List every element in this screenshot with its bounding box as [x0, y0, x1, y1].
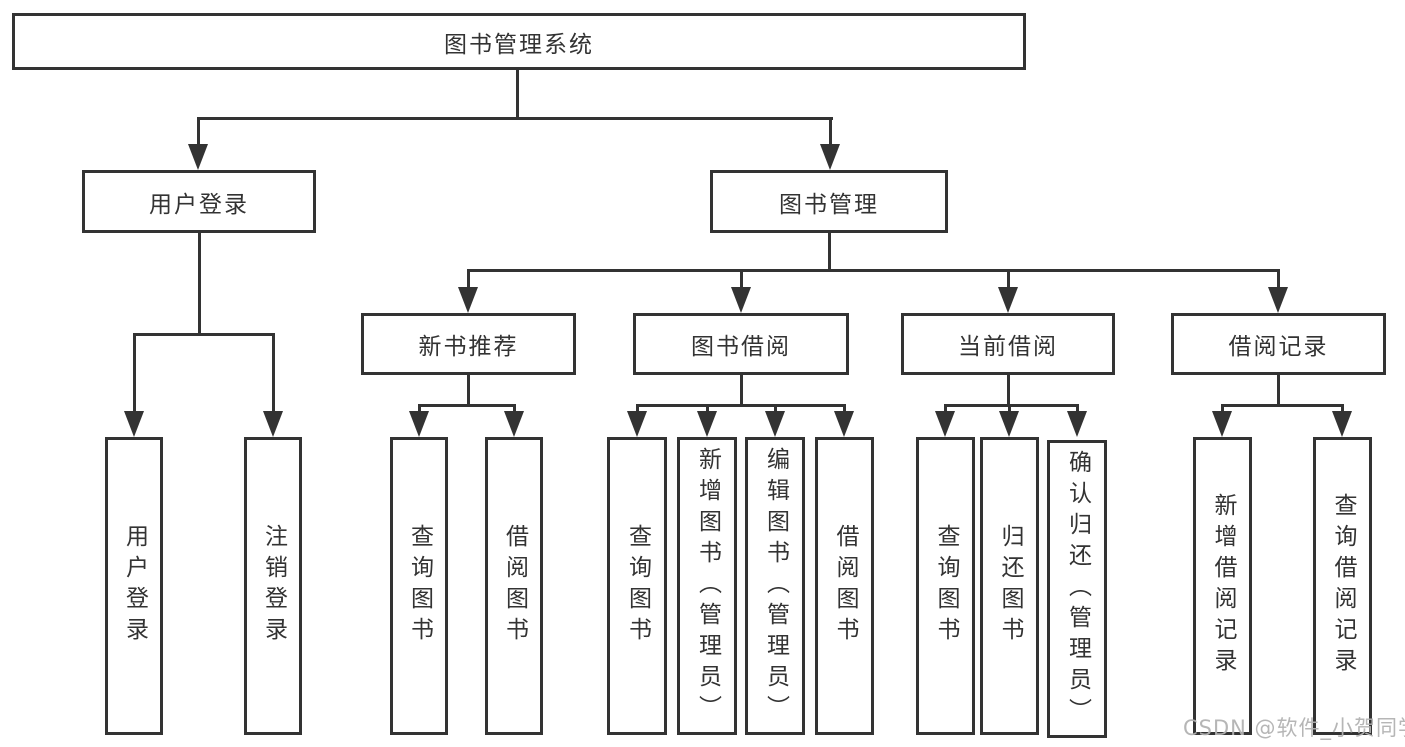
connector-line — [1008, 404, 1011, 416]
node-label: 当前借阅 — [958, 334, 1058, 360]
leaf-label: 借阅图书 — [501, 524, 528, 648]
leaf-confirm-return-admin: 确认归还（管理员） — [1047, 440, 1107, 738]
connector-line — [1277, 269, 1280, 291]
leaf-query-books-current: 查询图书 — [916, 437, 975, 735]
connector-line — [1007, 375, 1010, 407]
connector-arrow-down-icon — [263, 411, 283, 437]
leaf-label: 查询图书 — [933, 524, 959, 648]
leaf-label: 编辑图书（管理员） — [762, 446, 789, 726]
connector-arrow-down-icon — [1332, 411, 1352, 437]
connector-line — [1277, 375, 1280, 407]
leaf-return-books: 归还图书 — [980, 437, 1039, 735]
node-book-borrow: 图书借阅 — [633, 313, 849, 375]
node-label: 新书推荐 — [418, 334, 519, 360]
connector-line — [1076, 404, 1079, 416]
leaf-label: 查询图书 — [624, 524, 651, 648]
leaf-query-books-recommend: 查询图书 — [390, 437, 448, 735]
connector-arrow-down-icon — [935, 411, 955, 437]
leaf-label: 注销登录 — [260, 524, 287, 648]
connector-line — [1007, 269, 1010, 291]
connector-line — [829, 117, 832, 147]
connector-line — [418, 404, 421, 416]
leaf-user-login: 用户登录 — [105, 437, 163, 735]
node-book-management: 图书管理 — [710, 170, 948, 233]
node-borrow-records: 借阅记录 — [1171, 313, 1386, 375]
node-label: 图书管理 — [779, 191, 879, 218]
leaf-label: 借阅图书 — [832, 524, 858, 648]
connector-arrow-down-icon — [124, 411, 144, 437]
connector-arrow-down-icon — [1268, 287, 1288, 313]
leaf-borrow-books: 借阅图书 — [815, 437, 874, 735]
connector-line — [133, 333, 136, 413]
connector-arrow-down-icon — [1212, 411, 1232, 437]
connector-line — [133, 333, 275, 336]
leaf-label: 查询借阅记录 — [1330, 493, 1356, 679]
connector-line — [418, 404, 516, 407]
leaf-query-borrow-record: 查询借阅记录 — [1313, 437, 1372, 735]
connector-line — [740, 269, 743, 291]
connector-line — [197, 117, 200, 147]
connector-line — [513, 404, 516, 416]
leaf-query-books-borrow: 查询图书 — [607, 437, 667, 735]
connector-line — [636, 404, 845, 407]
node-label: 图书管理系统 — [444, 31, 594, 58]
connector-line — [843, 404, 846, 416]
leaf-add-books-admin: 新增图书（管理员） — [677, 437, 737, 735]
connector-arrow-down-icon — [504, 411, 524, 437]
connector-line — [272, 333, 275, 413]
node-library-management-system: 图书管理系统 — [12, 13, 1026, 70]
connector-arrow-down-icon — [999, 411, 1019, 437]
node-new-book-recommend: 新书推荐 — [361, 313, 576, 375]
connector-arrow-down-icon — [731, 287, 751, 313]
node-label: 借阅记录 — [1228, 334, 1329, 360]
connector-line — [774, 404, 777, 416]
connector-line — [636, 404, 639, 416]
node-user-login: 用户登录 — [82, 170, 316, 233]
leaf-label: 新增图书（管理员） — [694, 446, 721, 726]
connector-arrow-down-icon — [765, 411, 785, 437]
connector-line — [1221, 404, 1343, 407]
connector-line — [944, 404, 1078, 407]
connector-line — [944, 404, 947, 416]
connector-line — [706, 404, 709, 416]
connector-line — [197, 117, 833, 120]
connector-arrow-down-icon — [697, 411, 717, 437]
connector-arrow-down-icon — [834, 411, 854, 437]
leaf-add-borrow-record: 新增借阅记录 — [1193, 437, 1252, 735]
leaf-label: 归还图书 — [997, 524, 1023, 648]
connector-line — [1341, 404, 1344, 416]
leaf-label: 确认归还（管理员） — [1064, 449, 1091, 729]
connector-arrow-down-icon — [458, 287, 478, 313]
connector-arrow-down-icon — [820, 144, 840, 170]
connector-arrow-down-icon — [409, 411, 429, 437]
connector-arrow-down-icon — [188, 144, 208, 170]
leaf-label: 查询图书 — [406, 524, 433, 648]
leaf-edit-books-admin: 编辑图书（管理员） — [745, 437, 805, 735]
connector-line — [828, 233, 831, 272]
connector-line — [516, 70, 519, 118]
leaf-label: 用户登录 — [121, 524, 148, 648]
connector-line — [467, 269, 470, 291]
node-label: 图书借阅 — [691, 334, 791, 360]
connector-line — [467, 375, 470, 407]
leaf-label: 新增借阅记录 — [1210, 493, 1236, 679]
node-label: 用户登录 — [149, 191, 249, 218]
leaf-logout: 注销登录 — [244, 437, 302, 735]
connector-line — [198, 233, 201, 336]
connector-line — [1221, 404, 1224, 416]
connector-arrow-down-icon — [1067, 411, 1087, 437]
connector-arrow-down-icon — [998, 287, 1018, 313]
csdn-watermark: CSDN @软件_小贺同学 — [1183, 716, 1405, 740]
connector-arrow-down-icon — [627, 411, 647, 437]
connector-line — [740, 375, 743, 407]
leaf-borrow-books-recommend: 借阅图书 — [485, 437, 543, 735]
node-current-borrow: 当前借阅 — [901, 313, 1115, 375]
connector-line — [467, 269, 1280, 272]
